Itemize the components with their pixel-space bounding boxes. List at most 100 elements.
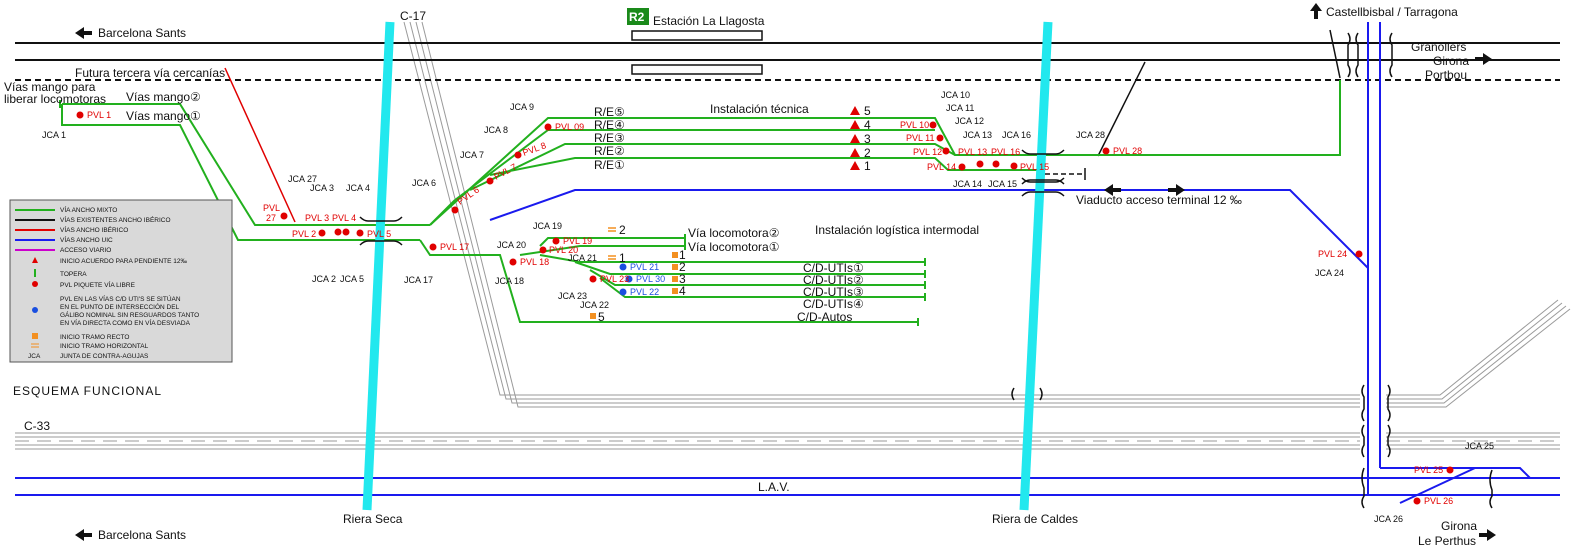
label-riera-seca: Riera Seca	[343, 512, 403, 526]
pvl-30: PVL 30	[636, 274, 665, 284]
jca-10: JCA 10	[941, 90, 970, 100]
slope-markers	[850, 106, 860, 170]
jca-16: JCA 16	[1002, 130, 1031, 140]
horizontal-markers	[608, 227, 616, 260]
legend-text-1: VÍAS EXISTENTES ANCHO IBÉRICO	[60, 215, 171, 224]
legend-text-7: PVL PIQUETE VÍA LIBRE	[60, 280, 136, 289]
pvl-12: PVL 12	[913, 147, 942, 157]
legend-text-8: PVL EN LAS VÍAS C/D UTI'S SE SITÚAN	[60, 294, 181, 303]
legend-text-2: VÍAS ANCHO IBÉRICO	[60, 225, 128, 234]
pvl-27-a: PVL	[263, 203, 280, 213]
jca-26: JCA 26	[1374, 514, 1403, 524]
label-cd-utis-4: C/D-UTIs④	[803, 297, 864, 311]
pvl-4: PVL 4	[332, 213, 356, 223]
bridge-brackets	[359, 32, 1493, 509]
straight-number-1: 1	[679, 248, 686, 262]
pvl-14: PVL 14	[927, 162, 956, 172]
pvl-blue-labels: PVL 21 PVL 30 PVL 22	[630, 262, 665, 297]
pvl-22: PVL 22	[630, 287, 659, 297]
label-granollers: Granollers	[1411, 40, 1466, 54]
pvl-13: PVL 13	[958, 147, 987, 157]
label-cd-utis-2: C/D-UTIs②	[803, 273, 864, 287]
legend-text-9: EN EL PUNTO DE INTERSECCIÓN DEL	[60, 302, 180, 311]
horizontal-number-1: 1	[619, 251, 626, 265]
main-labels: Barcelona Sants Barcelona Sants C-17 C-3…	[4, 5, 1477, 548]
pvl-27-b: 27	[266, 213, 276, 223]
river-riera-seca	[362, 21, 395, 511]
jca-18: JCA 18	[495, 276, 524, 286]
legend-text-3: VÍAS ANCHO UIC	[60, 235, 113, 244]
road-c17	[403, 21, 1571, 408]
pvl-3: PVL 3	[305, 213, 329, 223]
pvl-blue-dots	[619, 263, 633, 296]
iberian-existing-tracks	[15, 29, 1560, 157]
pvl-28: PVL 28	[1113, 146, 1142, 156]
label-loco-1: Vía locomotora①	[688, 240, 779, 254]
label-re-1: R/E①	[594, 158, 625, 172]
label-mango-1: Vías mango①	[126, 109, 201, 123]
jca-22: JCA 22	[580, 300, 609, 310]
label-c33: C-33	[24, 419, 50, 433]
legend-text-13: INICIO TRAMO HORIZONTAL	[60, 343, 149, 350]
legend-text-12: INICIO TRAMO RECTO	[60, 334, 129, 341]
pvl-21: PVL 21	[630, 262, 659, 272]
arrow-left-barcelona-top	[75, 27, 92, 39]
pvl-15: PVL 15	[1020, 162, 1049, 172]
platform-1	[631, 30, 763, 41]
pvl-23: PVL 23	[600, 274, 629, 284]
jca-24: JCA 24	[1315, 268, 1344, 278]
jca-9: JCA 9	[510, 102, 534, 112]
slope-number-3: 3	[864, 132, 871, 146]
label-portbou: Portbou	[1425, 68, 1467, 82]
jca-13: JCA 13	[963, 130, 992, 140]
slope-number-5: 5	[864, 104, 871, 118]
straight-number-5: 5	[598, 310, 605, 324]
pvl-16: PVL 16	[991, 147, 1020, 157]
pvl-1: PVL 1	[87, 110, 111, 120]
jca-17: JCA 17	[404, 275, 433, 285]
jca-14: JCA 14	[953, 179, 982, 189]
legend-text-0: VÍA ANCHO MIXTO	[60, 205, 117, 214]
label-mango-2: Vías mango②	[126, 90, 201, 104]
straight-number-2: 2	[679, 260, 686, 274]
r2-badge: R2	[629, 10, 645, 24]
legend-text-14: JCA	[28, 353, 41, 360]
arrow-up-castellbisbal	[1310, 3, 1322, 19]
pvl-09: PVL 09	[555, 122, 584, 132]
jca-20: JCA 20	[497, 240, 526, 250]
arrow-right-granollers	[1475, 53, 1492, 65]
label-castellbisbal: Castellbisbal / Tarragona	[1326, 5, 1458, 19]
legend-text-11: EN VÍA DIRECTA COMO EN VÍA DESVIADA	[60, 318, 191, 327]
legend-box	[9, 199, 233, 363]
slope-number-1: 1	[864, 159, 871, 173]
slope-number-4: 4	[864, 118, 871, 132]
label-re-5: R/E⑤	[594, 105, 625, 119]
label-mango-release-2: liberar locomotoras	[4, 92, 106, 106]
pvl-6: PVL 6	[455, 185, 481, 207]
legend-text-5: INICIO ACUERDO PARA PENDIENTE 12‰	[60, 258, 188, 265]
jca-8: JCA 8	[484, 125, 508, 135]
jca-25: JCA 25	[1465, 441, 1494, 451]
straight-number-3: 3	[679, 272, 686, 286]
pvl-20: PVL 20	[549, 245, 578, 255]
road-c33	[15, 432, 1560, 450]
uic-tracks	[15, 22, 1560, 504]
horizontal-number-2: 2	[619, 223, 626, 237]
label-girona-top: Girona	[1433, 54, 1469, 68]
jca-7: JCA 7	[460, 150, 484, 160]
label-loco-2: Vía locomotora②	[688, 226, 779, 240]
pvl-5: PVL 5	[367, 229, 391, 239]
label-viaduct: Viaducto acceso terminal 12 ‰	[1076, 193, 1242, 207]
jca-labels: JCA 1 JCA 2 JCA 3 JCA 4 JCA 5 JCA 6 JCA …	[42, 90, 1494, 524]
label-barcelona-sants-bottom: Barcelona Sants	[98, 528, 186, 542]
slope-number-2: 2	[864, 146, 871, 160]
jca-12: JCA 12	[955, 116, 984, 126]
pvl-2: PVL 2	[292, 229, 316, 239]
label-re-3: R/E③	[594, 131, 625, 145]
pvl-18: PVL 18	[520, 257, 549, 267]
label-le-perthus: Le Perthus	[1418, 534, 1476, 548]
direction-arrows	[75, 3, 1496, 541]
straight-markers	[590, 252, 678, 319]
